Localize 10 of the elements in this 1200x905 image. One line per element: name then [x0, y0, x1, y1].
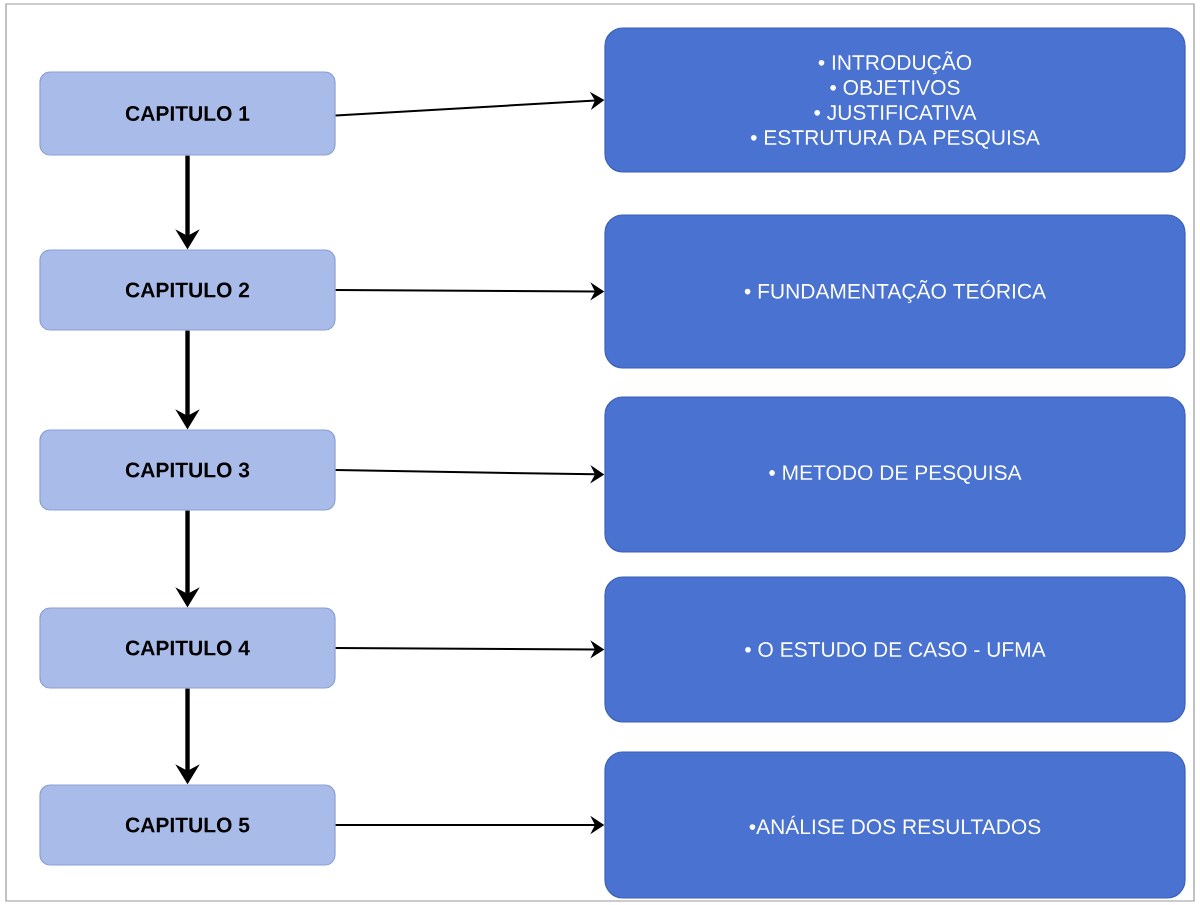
topic-box: • O ESTUDO DE CASO - UFMA: [604, 576, 1186, 723]
chapter-box: CAPITULO 3: [39, 429, 336, 511]
topic-box: • METODO DE PESQUISA: [604, 396, 1186, 553]
topic-box: •ANÁLISE DOS RESULTADOS: [604, 751, 1186, 899]
chapter-box: CAPITULO 5: [39, 784, 336, 866]
topic-box: • INTRODUÇÃO • OBJETIVOS • JUSTIFICATIVA • ESTRUTURA DA PESQUISA: [604, 27, 1186, 173]
chapter-box: CAPITULO 2: [39, 249, 336, 331]
topic-box: • FUNDAMENTAÇÃO TEÓRICA: [604, 214, 1186, 369]
chapter-box: CAPITULO 4: [39, 607, 336, 689]
chapter-box: CAPITULO 1: [39, 71, 336, 156]
